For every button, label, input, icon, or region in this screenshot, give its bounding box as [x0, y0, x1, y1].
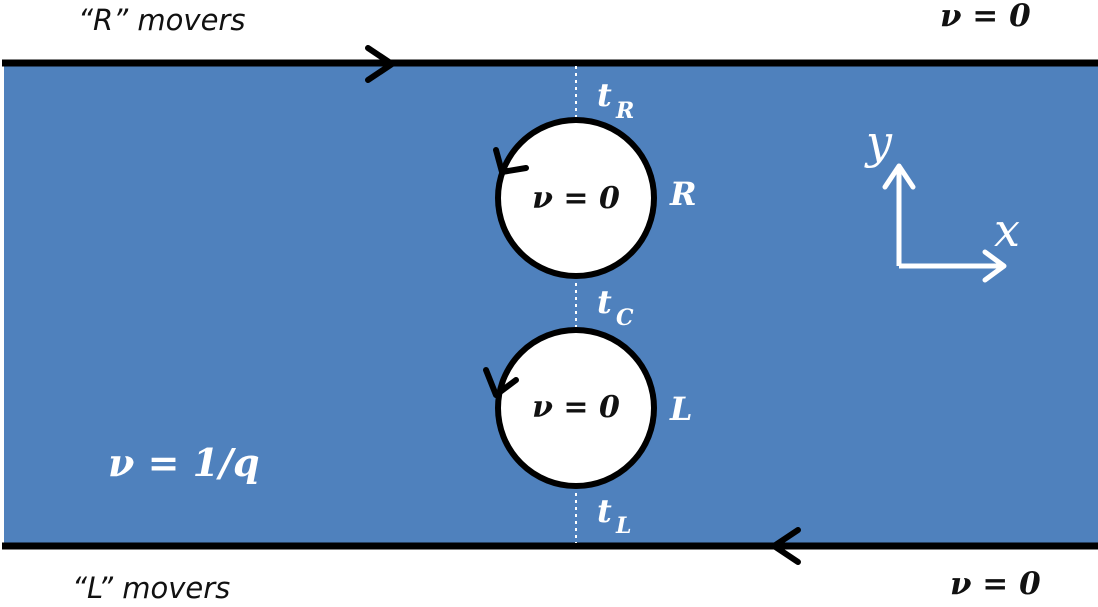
filling-bulk: ν = 1/q: [108, 440, 260, 485]
arrow-right-icon: [365, 45, 395, 83]
counterclockwise-arrow-icon: [493, 147, 529, 175]
filling-top-right: ν = 0: [940, 0, 1031, 34]
l-movers-label: “L” movers: [72, 571, 230, 605]
tunneling-L-sub: L: [615, 513, 631, 539]
axis-y-label: y: [864, 115, 893, 169]
r-movers-label: “R” movers: [78, 3, 245, 37]
tunneling-R-sub: R: [615, 98, 634, 124]
hole-top-name: R: [669, 175, 697, 213]
tunneling-C-sub: C: [616, 305, 634, 331]
coordinate-axes-icon: [882, 163, 1007, 283]
axis-x-label: x: [994, 203, 1020, 257]
tunneling-C-label: t: [597, 283, 612, 321]
counterclockwise-arrow-icon: [483, 367, 519, 398]
hole-bottom: [495, 327, 657, 489]
tunneling-R-label: t: [597, 76, 612, 114]
tunneling-L-label: t: [597, 492, 612, 530]
hole-top: [495, 117, 657, 279]
hole-top-filling: ν = 0: [532, 181, 620, 216]
hole-bottom-name: L: [669, 390, 693, 428]
hole-bottom-filling: ν = 0: [532, 390, 620, 425]
arrow-left-icon: [771, 527, 801, 565]
filling-bottom-right: ν = 0: [950, 566, 1041, 602]
